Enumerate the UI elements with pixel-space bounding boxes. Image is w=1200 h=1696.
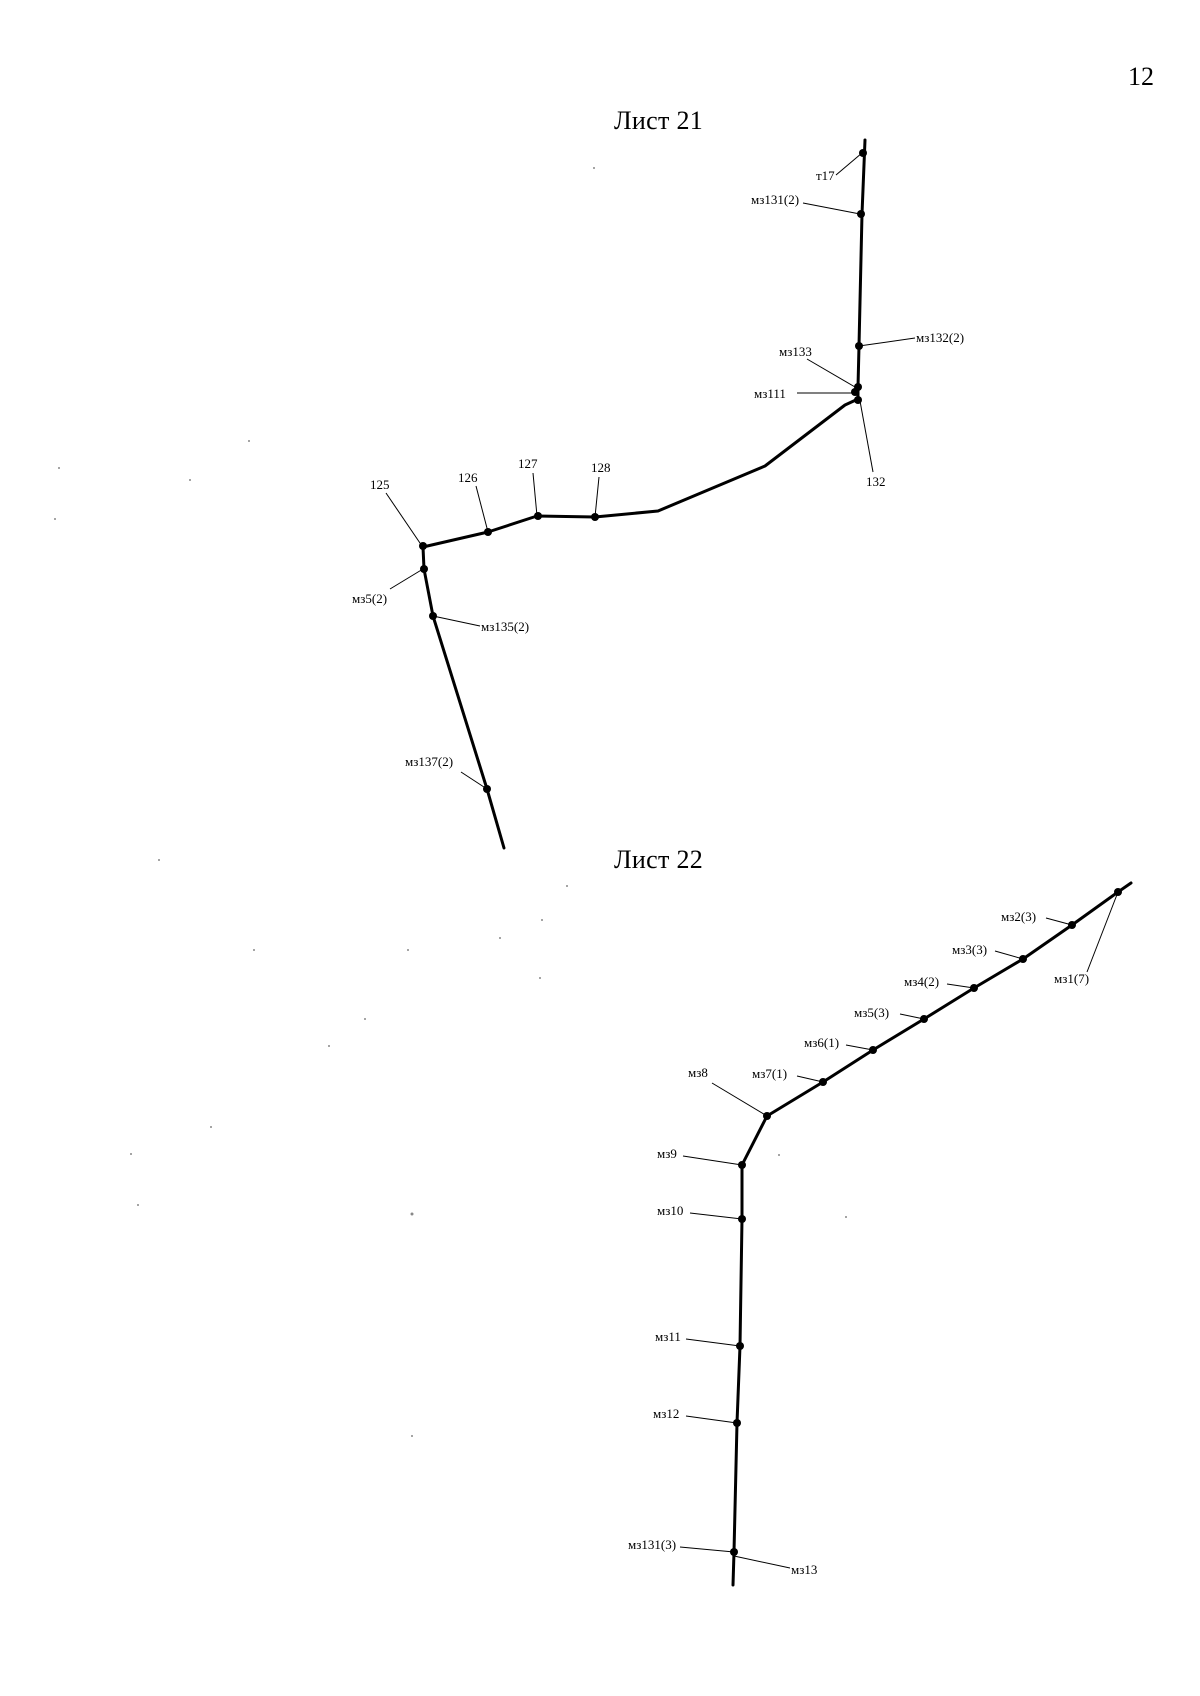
label-mz9: мз9 (657, 1146, 677, 1161)
page-number: 12 (1128, 62, 1154, 91)
label-mz111: мз111 (754, 386, 786, 401)
label-128: 128 (591, 460, 611, 475)
scan-specks (54, 167, 847, 1437)
leaders-sheet-21 (385, 152, 916, 790)
leaders-sheet-22 (679, 891, 1119, 1569)
label-mz13: мз13 (791, 1562, 817, 1577)
label-127: 127 (518, 456, 538, 471)
sheet-title-21: Лист 21 (614, 106, 704, 135)
route-line-sheet-21 (421, 138, 867, 850)
labels-sheet-22: мз2(3) мз1(7) мз3(3) мз4(2) мз5(3) мз6(1… (628, 909, 1089, 1577)
nodes-sheet-21 (419, 149, 867, 793)
label-mz131-2: мз131(2) (751, 192, 799, 207)
label-mz11: мз11 (655, 1329, 681, 1344)
label-mz133: мз133 (779, 344, 812, 359)
sheet-title-22: Лист 22 (614, 845, 704, 874)
label-mz137-2: мз137(2) (405, 754, 453, 769)
label-mz5-3: мз5(3) (854, 1005, 889, 1020)
nodes-sheet-22 (730, 888, 1122, 1556)
label-mz6-1: мз6(1) (804, 1035, 839, 1050)
label-mz10: мз10 (657, 1203, 683, 1218)
label-mz135-2: мз135(2) (481, 619, 529, 634)
label-mz8: мз8 (688, 1065, 708, 1080)
label-125: 125 (370, 477, 390, 492)
label-mz4-2: мз4(2) (904, 974, 939, 989)
label-mz5-2: мз5(2) (352, 591, 387, 606)
label-mz132-2: мз132(2) (916, 330, 964, 345)
label-mz3-3: мз3(3) (952, 942, 987, 957)
label-mz131-3: мз131(3) (628, 1537, 676, 1552)
label-mz12: мз12 (653, 1406, 679, 1421)
label-mz2-3: мз2(3) (1001, 909, 1036, 924)
label-t17: т17 (816, 168, 835, 183)
label-mz7-1: мз7(1) (752, 1066, 787, 1081)
labels-sheet-21: т17 мз131(2) мз132(2) мз133 мз111 132 12… (352, 168, 964, 769)
label-126: 126 (458, 470, 478, 485)
label-mz1-7: мз1(7) (1054, 971, 1089, 986)
label-132: 132 (866, 474, 886, 489)
